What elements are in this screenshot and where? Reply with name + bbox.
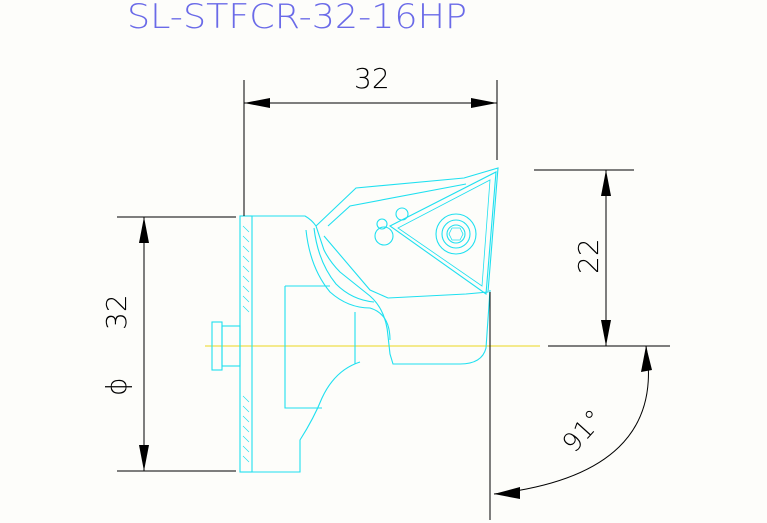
arrow-dia-top bbox=[139, 217, 149, 243]
dimension-text-angle: 91° bbox=[557, 404, 610, 458]
insert-screw-mid bbox=[441, 219, 471, 249]
torx-socket bbox=[448, 227, 464, 241]
arrow-top-left bbox=[244, 98, 270, 108]
arrow-dia-bottom bbox=[139, 445, 149, 471]
angle-arc bbox=[493, 345, 649, 495]
tool-body bbox=[211, 167, 499, 473]
insert-seat bbox=[315, 167, 499, 299]
insert-screw-outer bbox=[435, 213, 477, 255]
flange-plate bbox=[239, 215, 253, 473]
arrow-angle-top bbox=[641, 346, 652, 372]
triangular-insert-inner bbox=[397, 179, 491, 287]
arrowheads bbox=[139, 98, 652, 499]
spigot-collar bbox=[221, 325, 241, 367]
dimension-text-right-height: 22 bbox=[572, 238, 605, 274]
dimension-text-diameter-value: 32 bbox=[100, 294, 133, 330]
flange-serration bbox=[242, 225, 250, 463]
head-body-outline bbox=[252, 215, 491, 473]
clamp-lip-inner bbox=[313, 227, 375, 303]
insert-screw-inner bbox=[446, 224, 466, 244]
clamp-pin-small bbox=[376, 218, 388, 230]
arrow-right-top bbox=[601, 170, 611, 196]
clamp-pin-head bbox=[395, 207, 409, 221]
arrow-angle-bottom bbox=[494, 487, 520, 499]
dimension-text-top-width: 32 bbox=[354, 62, 390, 95]
clamp-lip bbox=[305, 229, 391, 341]
triangular-insert bbox=[388, 171, 497, 296]
clamp-pin bbox=[374, 226, 394, 246]
head-pocket bbox=[284, 285, 356, 409]
insert-seat-edge bbox=[327, 183, 467, 227]
dimension-lines bbox=[117, 80, 670, 520]
arrow-right-bottom bbox=[601, 320, 611, 346]
drawing-title: SL-STFCR-32-16HP bbox=[127, 0, 467, 37]
dimension-text-diameter-symbol: ϕ bbox=[100, 378, 133, 396]
arrow-top-right bbox=[471, 98, 497, 108]
